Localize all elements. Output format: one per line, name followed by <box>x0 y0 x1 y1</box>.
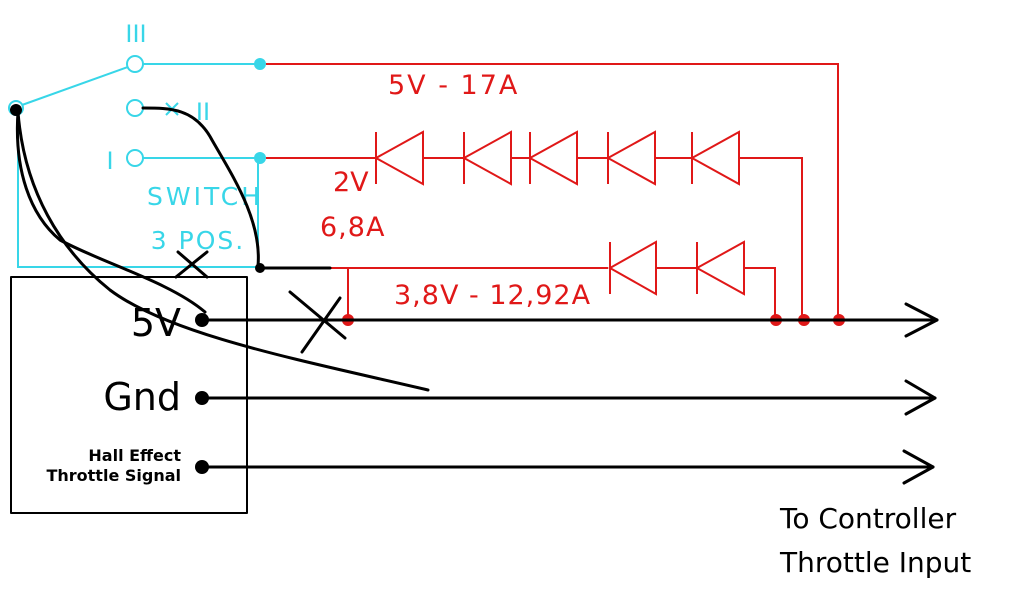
switch-common-dot <box>10 104 22 116</box>
switch-contact-2 <box>126 99 144 117</box>
switch-lever <box>21 66 129 106</box>
branch-top-label: 5V - 17A <box>388 70 519 101</box>
hand-drawn-wire-1 <box>15 110 207 314</box>
switch-enclosure <box>17 112 259 268</box>
branch-top-wire <box>266 63 839 320</box>
diode-chain-bottom <box>607 240 745 296</box>
switch-positions-label: 3 POS. <box>151 226 245 255</box>
diode <box>461 130 512 186</box>
diode <box>694 240 745 296</box>
switch-contact-1 <box>126 149 144 167</box>
arrowhead-signal <box>902 449 935 485</box>
switch-contact-3 <box>126 55 144 73</box>
black-wiring <box>10 106 939 514</box>
branch-middle-current-label: 6,8A <box>320 212 385 243</box>
destination-line1: To Controller <box>779 502 957 535</box>
hand-drawn-wire-3 <box>141 106 260 268</box>
arrowhead-5v <box>904 302 939 338</box>
cross-mark-2 <box>288 290 347 340</box>
switch-output-dot <box>255 263 265 273</box>
diode <box>607 240 657 296</box>
branch-bottom-label: 3,8V - 12,92A <box>394 280 591 311</box>
diode <box>605 130 656 186</box>
diode <box>373 130 424 186</box>
arrowhead-gnd <box>904 379 937 416</box>
switch-label-pos3: III <box>125 20 146 48</box>
destination-line2: Throttle Input <box>779 546 971 579</box>
switch-name-label: SWITCH <box>147 182 263 211</box>
pin-gnd-dot <box>195 391 209 405</box>
signal-label-line1: Hall Effect <box>88 446 181 465</box>
pin-5v-label: 5V <box>131 301 181 345</box>
throttle-box <box>10 276 248 514</box>
hand-drawn-wire-2 <box>16 110 430 392</box>
diode <box>689 130 740 186</box>
switch-label-pos1: I <box>106 147 113 175</box>
switch-terminal-3 <box>254 58 266 70</box>
pin-signal-dot <box>195 460 209 474</box>
power-branches <box>266 63 839 320</box>
branch-middle-voltage-label: 2V <box>333 167 369 198</box>
signal-label-line2: Throttle Signal <box>46 466 181 485</box>
branch-middle-wire <box>266 157 803 320</box>
pin-gnd-label: Gnd <box>103 375 181 419</box>
switch-terminal-1 <box>254 152 266 164</box>
diode-chain-middle <box>373 130 740 186</box>
switch-label-pos2: II <box>196 98 210 126</box>
diode <box>527 130 578 186</box>
pin-5v-dot <box>195 313 209 327</box>
